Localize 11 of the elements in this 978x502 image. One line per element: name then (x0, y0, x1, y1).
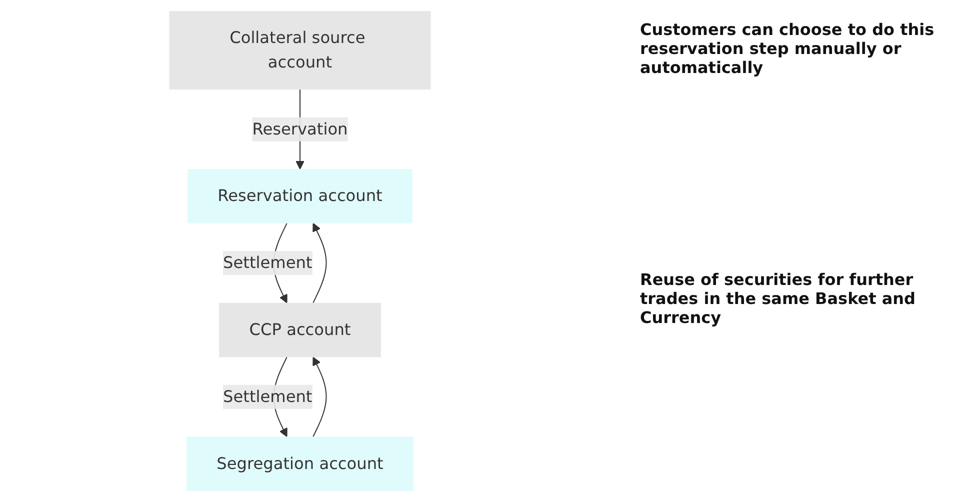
edge-label: Settlement (223, 386, 312, 406)
arrow (312, 356, 327, 437)
node-box: Segregation account (186, 436, 414, 491)
node-box: Reservation account (187, 169, 413, 224)
arrow (312, 222, 327, 304)
node-box: CCP account (219, 302, 381, 358)
note-text: Reuse of securities for further trades in the same Basket and Currency (640, 270, 916, 327)
note-text: Customers can choose to do this reservation step manually or automatically (640, 20, 936, 77)
node-box: Collateral source account (169, 11, 431, 90)
edge-label: Settlement (223, 253, 312, 272)
edge-label: Reservation (252, 119, 348, 138)
